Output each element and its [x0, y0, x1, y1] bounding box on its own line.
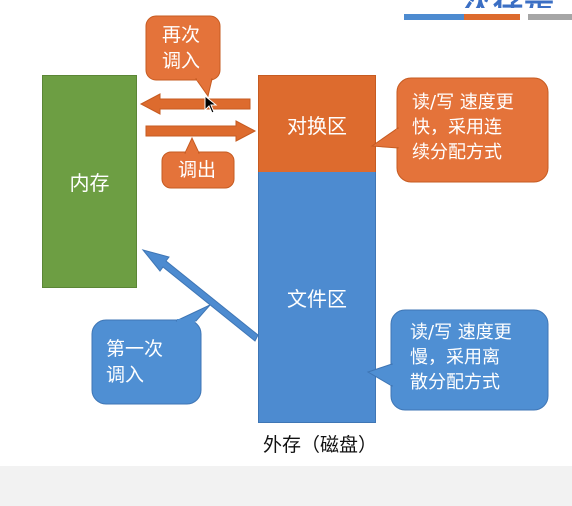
title-decor-bar-blue	[404, 14, 516, 20]
swap-out-label: 调出	[178, 159, 217, 181]
bottom-band	[0, 466, 572, 506]
callout-swap-in-again	[145, 15, 221, 98]
swap-in-arrow	[139, 93, 251, 115]
title-decor-bar-orange	[464, 14, 520, 20]
file-area-block: 文件区	[258, 172, 376, 423]
callout-file-note	[366, 309, 549, 411]
first-load-label: 第一次 调入	[106, 338, 164, 386]
mouse-cursor-icon	[204, 95, 218, 114]
callout-swap-note	[370, 77, 549, 183]
file-note-text: 读/写 速度更 慢，采用离 散分配方式	[410, 322, 512, 393]
swap-out-arrow	[145, 120, 257, 142]
callout-swap-out	[161, 136, 235, 189]
slide-title-partial: 次存是	[462, 0, 572, 8]
swap-area-block: 对换区	[258, 75, 376, 172]
swap-in-again-label: 再次 调入	[162, 24, 201, 72]
memory-block: 内存	[42, 75, 137, 288]
title-decor-bar-gray	[528, 14, 572, 20]
disk-label: 外存（磁盘）	[262, 434, 377, 456]
swap-note-text: 读/写 速度更 快，采用连 续分配方式	[412, 92, 514, 163]
first-load-arrow	[141, 249, 259, 342]
swap-area-label: 对换区	[287, 113, 347, 138]
memory-label: 内存	[69, 171, 110, 195]
callout-first-load	[91, 304, 211, 405]
file-area-label: 文件区	[287, 286, 347, 311]
